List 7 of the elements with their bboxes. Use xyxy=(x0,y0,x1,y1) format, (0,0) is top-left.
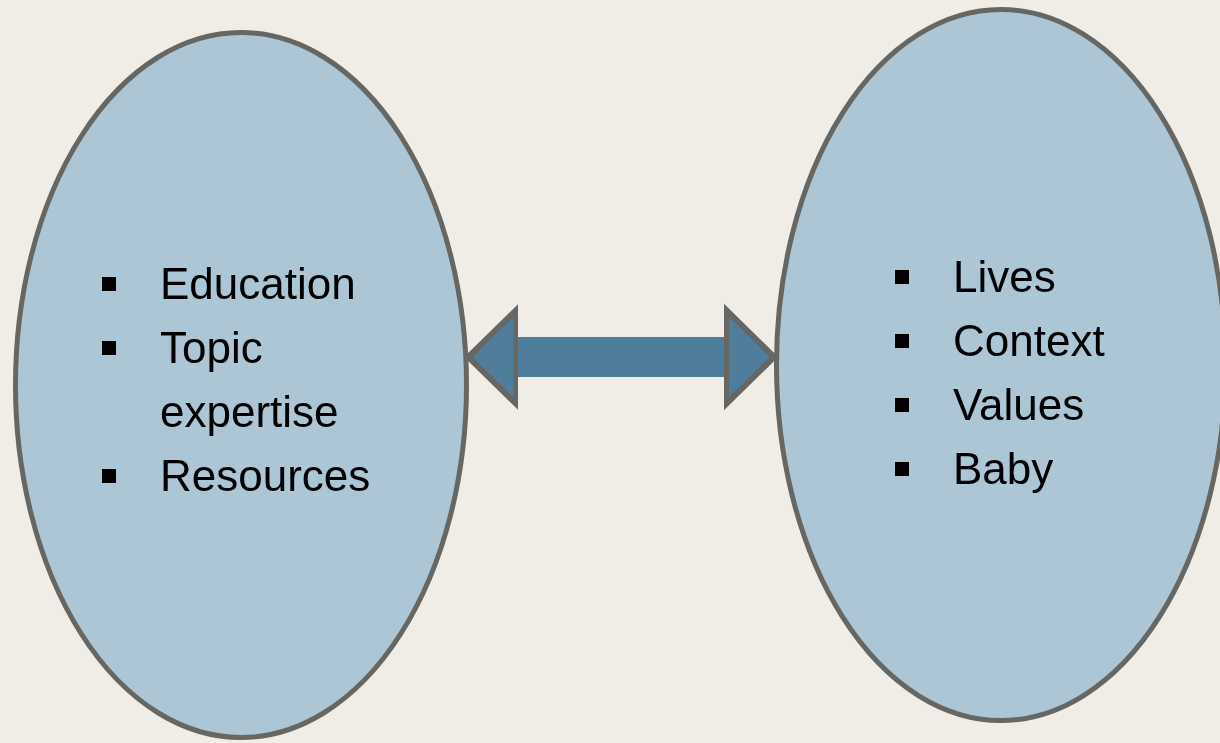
list-item: Education xyxy=(160,258,357,310)
list-item: Resources xyxy=(160,450,372,502)
list-item: Context xyxy=(953,315,1106,367)
list-item: Topic expertise xyxy=(160,322,340,438)
list-item: Values xyxy=(953,379,1086,431)
list-item: Lives xyxy=(953,251,1057,303)
list-item: Baby xyxy=(953,443,1055,495)
